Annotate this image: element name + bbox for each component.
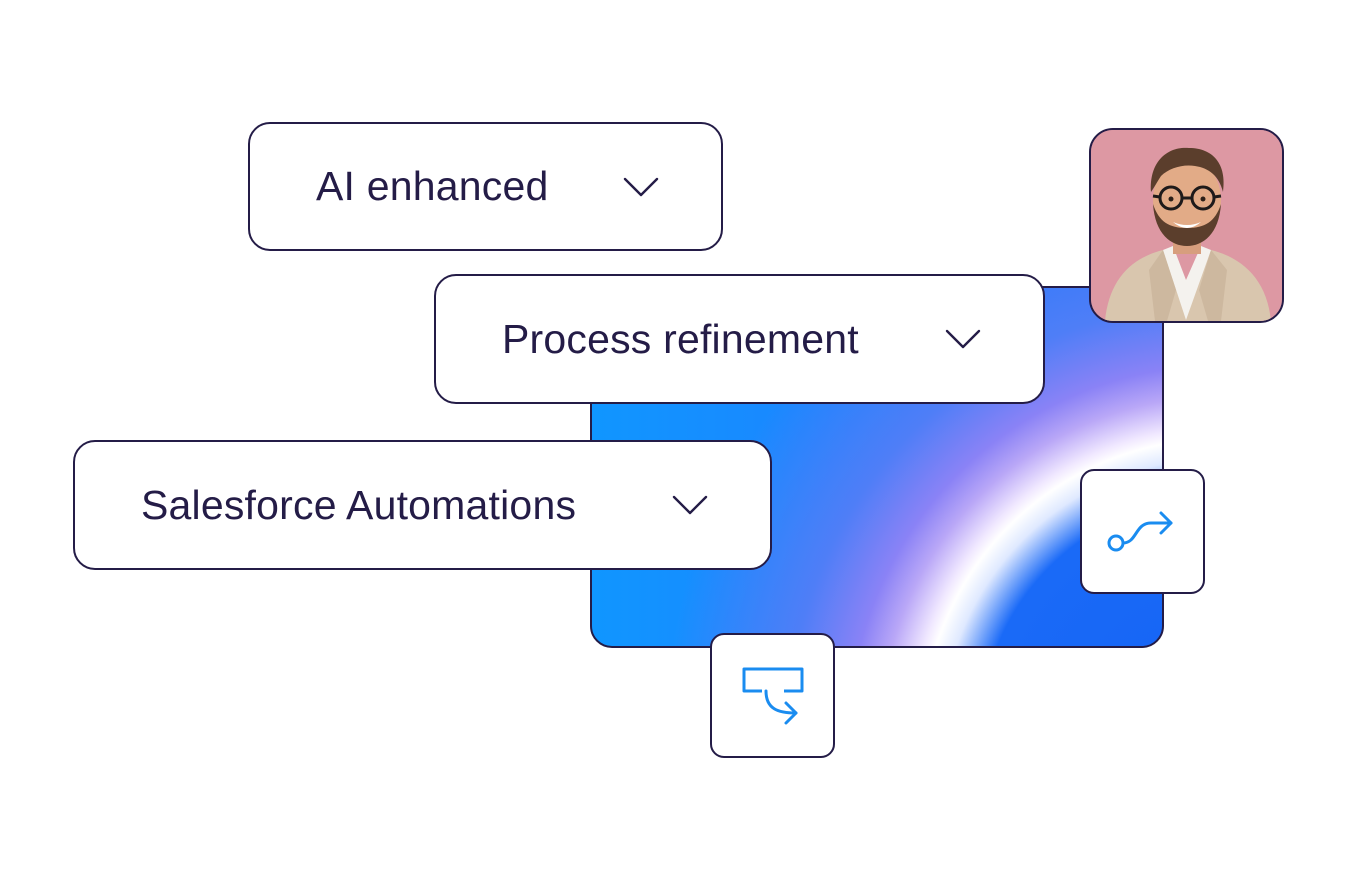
ai-enhanced-dropdown[interactable]: AI enhanced (248, 122, 723, 251)
chevron-down-icon (945, 329, 981, 349)
salesforce-automations-dropdown[interactable]: Salesforce Automations (73, 440, 772, 570)
route-tile[interactable] (1080, 469, 1205, 594)
chevron-down-icon (623, 177, 659, 196)
avatar (1089, 128, 1284, 323)
chevron-down-icon (672, 495, 708, 515)
person-portrait-icon (1091, 130, 1282, 321)
process-refinement-dropdown[interactable]: Process refinement (434, 274, 1045, 404)
redirect-tile[interactable] (710, 633, 835, 758)
redirect-icon (742, 667, 803, 724)
route-icon (1107, 511, 1172, 551)
dropdown-label: Process refinement (502, 315, 859, 362)
dropdown-label: Salesforce Automations (141, 481, 577, 528)
dropdown-label: AI enhanced (316, 163, 549, 209)
